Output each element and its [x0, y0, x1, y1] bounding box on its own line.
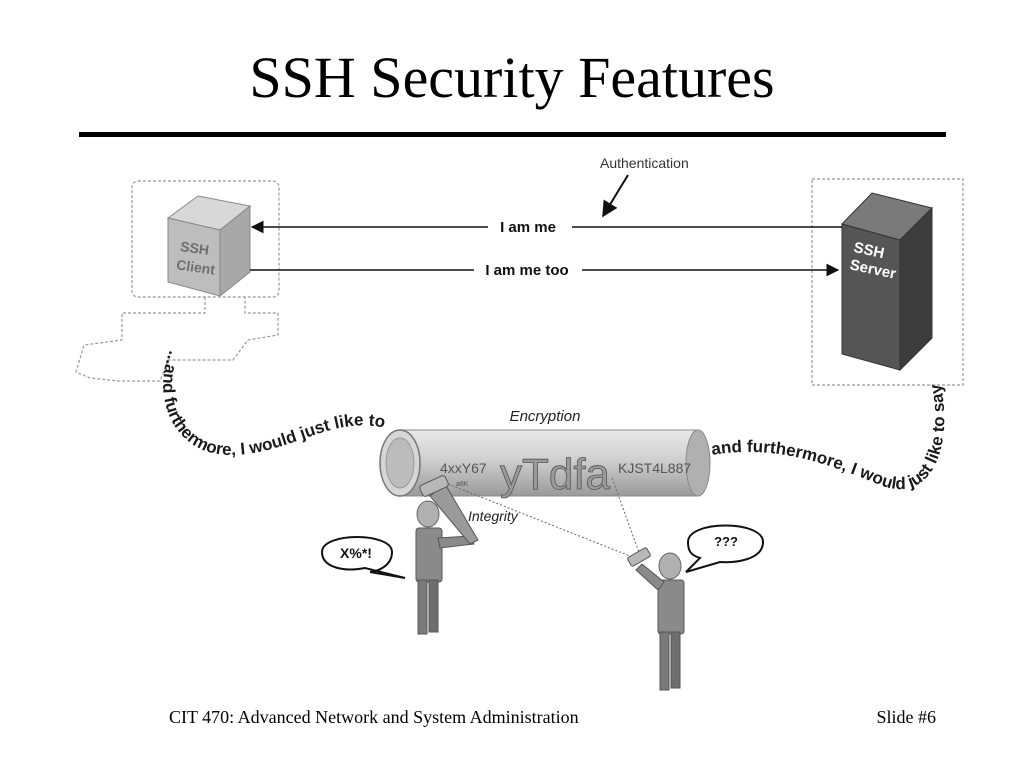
encryption-pipe — [379, 429, 711, 497]
cipher-small-text: a8K — [456, 481, 469, 488]
footer-slide-number: Slide #6 — [876, 707, 936, 727]
encryption-label: Encryption — [510, 408, 581, 425]
speech-bubble-left: X%*! — [320, 536, 406, 579]
wave-text-right: and furthermore, I would just like to sa… — [710, 382, 949, 493]
title-divider — [79, 132, 946, 137]
client-label-line2: Client — [175, 256, 216, 277]
ssh-server-box: SSH Server — [841, 192, 933, 372]
speech-bubble-right: ??? — [685, 524, 765, 573]
footer-course: CIT 470: Advanced Network and System Adm… — [169, 707, 579, 727]
cipher-right-text: KJST4L887 — [618, 460, 691, 476]
wave-text-right-path: and furthermore, I would just like to sa… — [710, 382, 949, 493]
eavesdropper-figure — [627, 547, 685, 691]
cipher-left-text: 4xxY67 — [440, 460, 487, 476]
sight-line-1 — [447, 483, 641, 561]
cipher-center-text: yTdfa — [500, 450, 611, 499]
speech-bubble-left-text: X%*! — [340, 545, 372, 561]
integrity-label: Integrity — [468, 508, 519, 524]
slide-title: SSH Security Features — [249, 45, 775, 110]
speech-bubble-right-text: ??? — [714, 534, 738, 549]
i-am-me-too-label: I am me too — [485, 262, 568, 279]
server-label-line1: SSH — [852, 239, 886, 262]
client-label-line1: SSH — [179, 238, 210, 258]
authentication-pointer-arrow — [602, 174, 629, 218]
server-outline — [811, 178, 964, 386]
sight-line-2 — [611, 477, 641, 556]
authentication-label: Authentication — [600, 155, 689, 171]
ssh-client-box: SSH Client — [166, 195, 252, 298]
client-computer-outline — [75, 180, 280, 382]
i-am-me-label: I am me — [500, 219, 556, 236]
tamperer-figure — [415, 475, 479, 635]
